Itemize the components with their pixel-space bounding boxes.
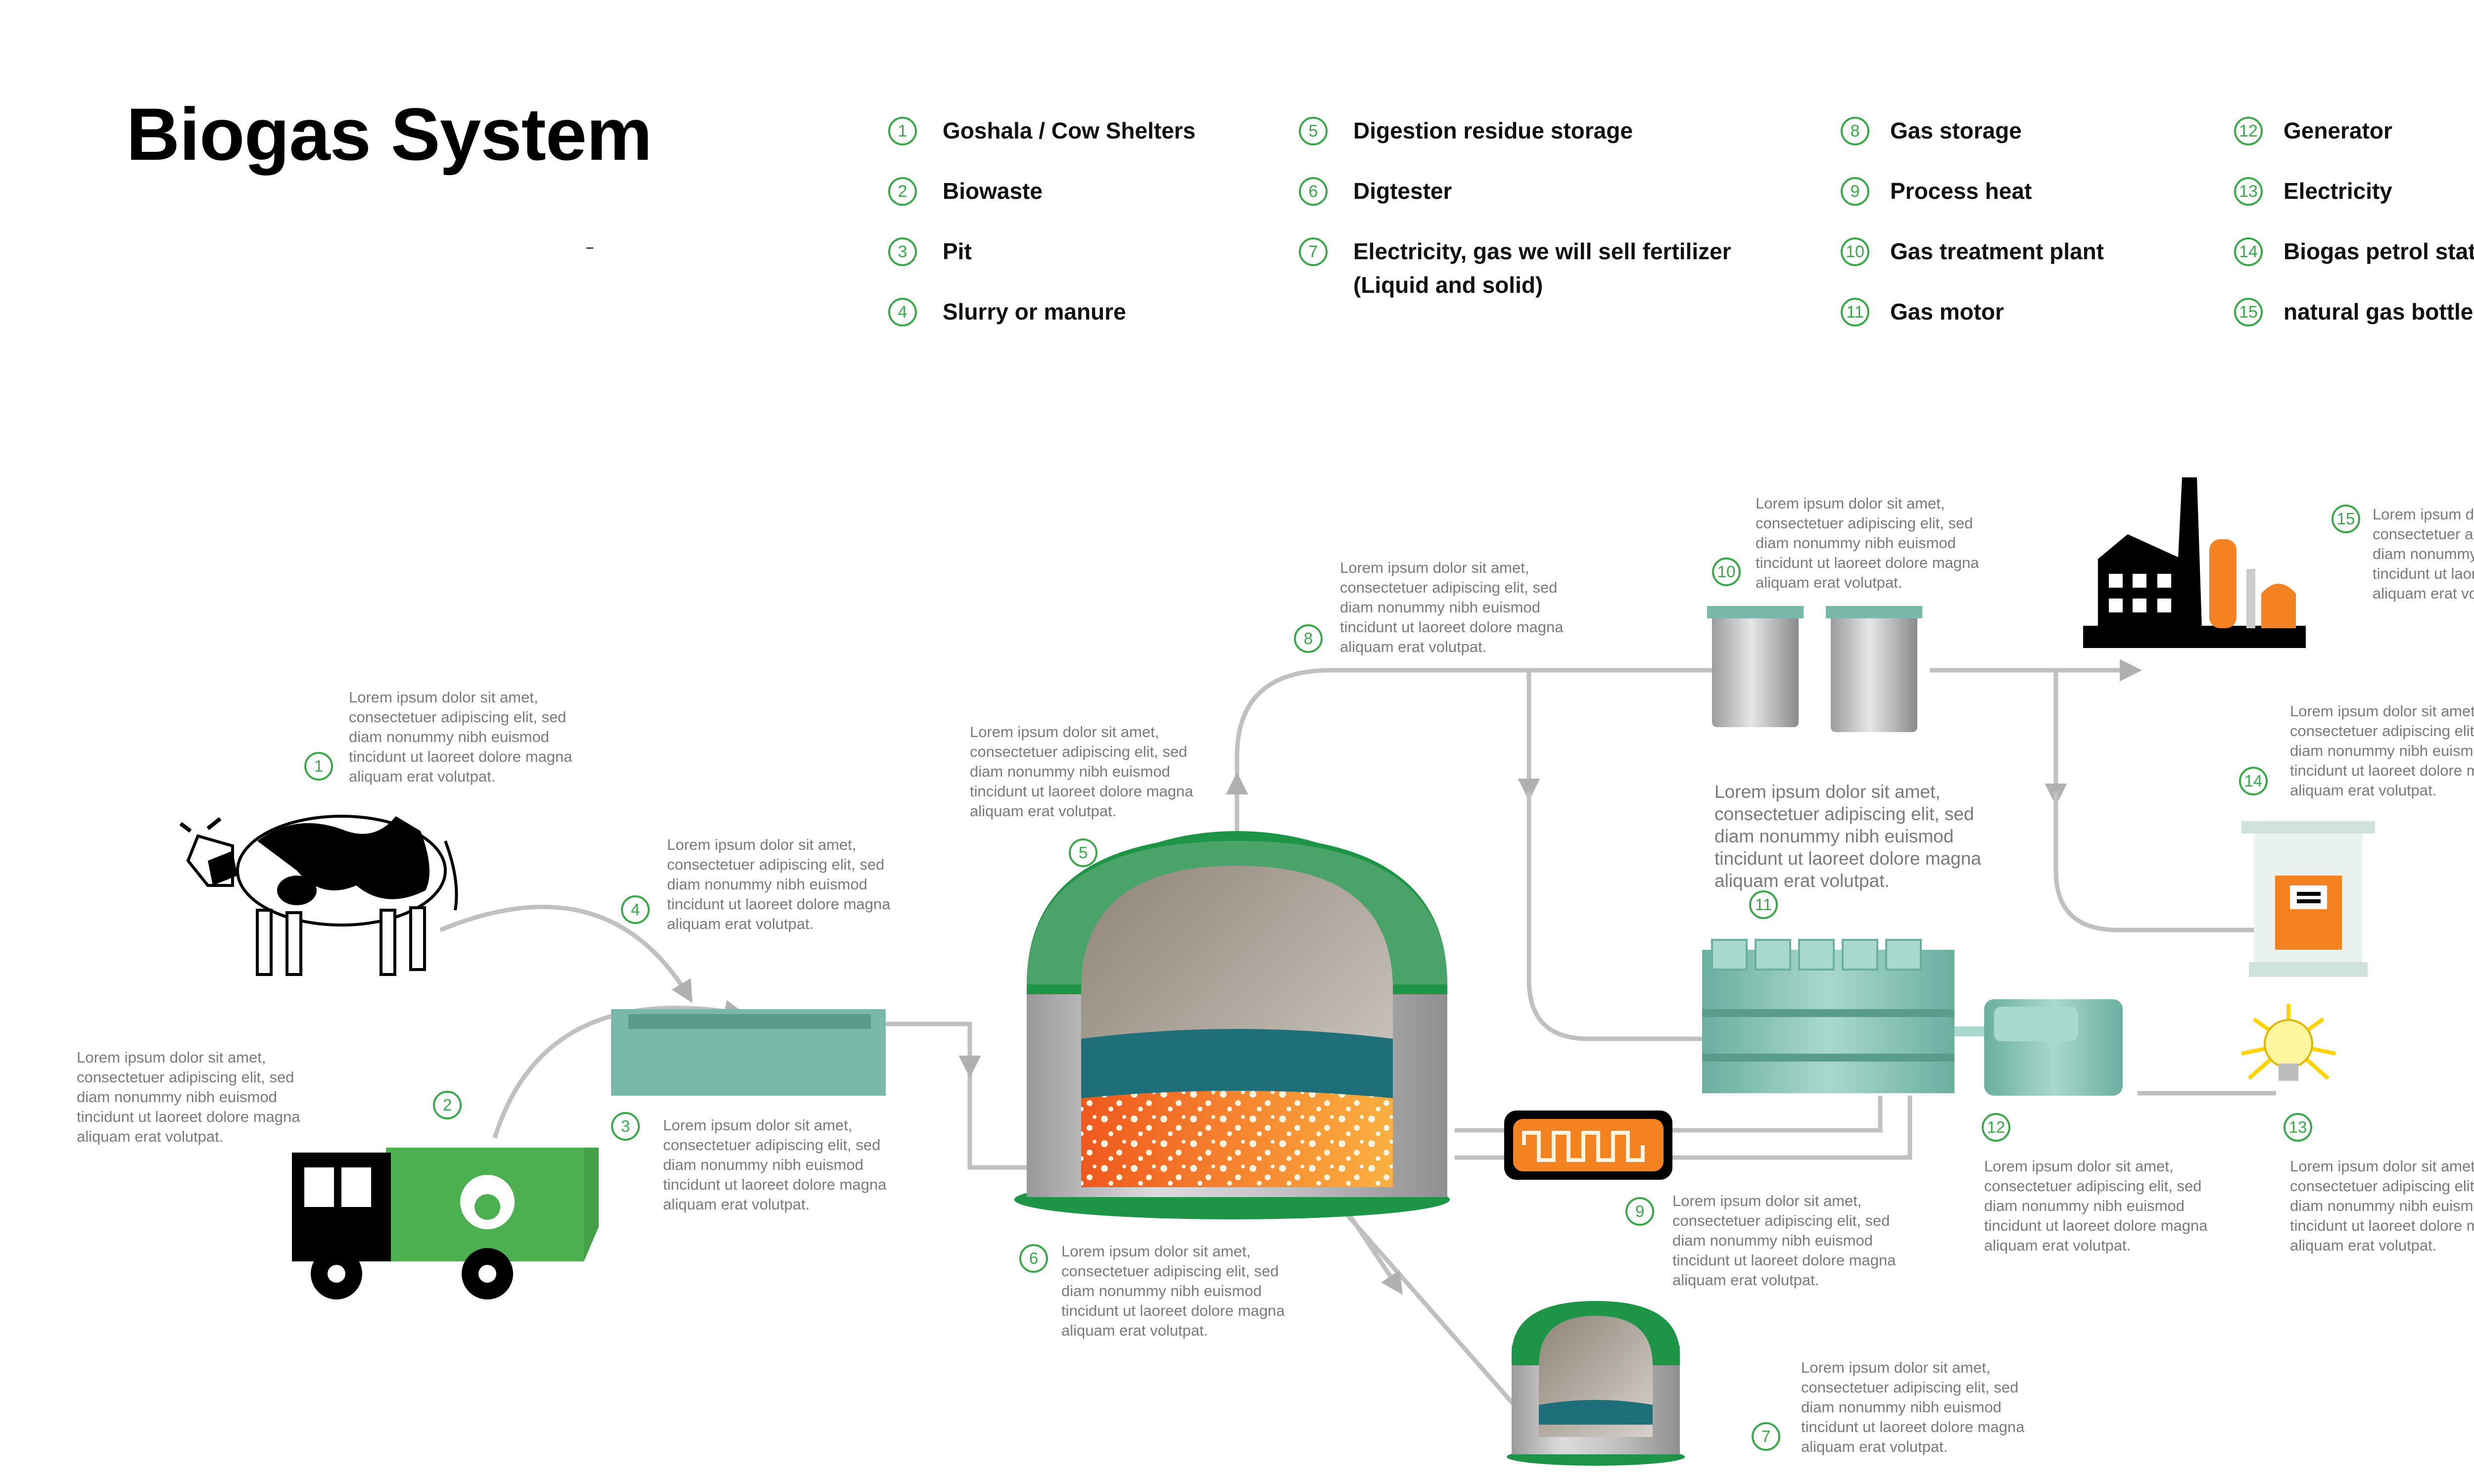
legend-number: 4 xyxy=(888,298,917,326)
step-badge-2: 2 xyxy=(433,1091,462,1119)
heat-exchanger xyxy=(1504,1111,1672,1180)
description-6: Lorem ipsum dolor sit amet, consectetuer… xyxy=(1061,1243,1285,1339)
step-badge-14: 14 xyxy=(2239,767,2268,795)
legend-item-2: 2 Biowaste xyxy=(888,174,1043,208)
step-badge-10: 10 xyxy=(1712,557,1741,586)
legend-item-3: 3 Pit xyxy=(888,234,972,268)
description-8: Lorem ipsum dolor sit amet, consectetuer… xyxy=(1340,559,1564,655)
gas-storage-tanks xyxy=(1707,606,1922,732)
description-7: Lorem ipsum dolor sit amet, consectetuer… xyxy=(1801,1359,2025,1455)
description-11: Lorem ipsum dolor sit amet, consectetuer… xyxy=(1714,782,1981,891)
legend-item-14: 14 Biogas petrol station xyxy=(2234,234,2474,268)
legend-label: natural gas bottle plant xyxy=(2284,299,2474,325)
description-9: Lorem ipsum dolor sit amet, consectetuer… xyxy=(1672,1192,1896,1289)
legend-label: Slurry or manure xyxy=(943,299,1126,325)
legend-number: 14 xyxy=(2234,237,2263,266)
legend-item-12: 12 Generator xyxy=(2234,114,2392,147)
page-title: Biogas System xyxy=(126,93,652,176)
light-bulb-icon xyxy=(2241,1004,2336,1081)
legend-item-8: 8 Gas storage xyxy=(1841,114,2022,147)
garbage-truck xyxy=(292,1148,599,1299)
legend-number: 1 xyxy=(888,117,917,145)
legend-number: 15 xyxy=(2234,298,2263,326)
legend-label: Gas motor xyxy=(1890,299,2004,325)
legend-number: 12 xyxy=(2234,117,2263,145)
legend-number: 11 xyxy=(1841,298,1869,326)
main-digester xyxy=(1014,831,1450,1219)
legend-item-7: 7 Electricity, gas we will sell fertiliz… xyxy=(1299,234,1759,302)
legend-item-11: 11 Gas motor xyxy=(1841,295,2004,328)
legend-label: Biogas petrol station xyxy=(2284,238,2474,264)
step-badge-3: 3 xyxy=(611,1112,640,1141)
legend-number: 5 xyxy=(1299,117,1328,145)
legend-item-1: 1 Goshala / Cow Shelters xyxy=(888,114,1195,147)
legend-label: Gas storage xyxy=(1890,118,2022,143)
step-badge-8: 8 xyxy=(1294,624,1323,653)
legend-number: 3 xyxy=(888,237,917,266)
legend-label: Electricity, gas we will sell fertilizer… xyxy=(1353,238,1731,298)
step-badge-11: 11 xyxy=(1749,890,1778,919)
step-badge-5: 5 xyxy=(1069,838,1097,867)
description-4: Lorem ipsum dolor sit amet, consectetuer… xyxy=(667,836,891,932)
legend-number: 10 xyxy=(1841,237,1869,266)
step-badge-13: 13 xyxy=(2284,1113,2312,1142)
description-2: Lorem ipsum dolor sit amet, consectetuer… xyxy=(77,1049,300,1145)
description-14: Lorem ipsum dolor sit amet, consectetuer… xyxy=(2290,702,2474,799)
legend-item-4: 4 Slurry or manure xyxy=(888,295,1126,328)
legend-label: Electricity xyxy=(2284,178,2392,204)
legend-label: Digestion residue storage xyxy=(1353,118,1633,143)
legend-item-5: 5 Digestion residue storage xyxy=(1299,114,1633,147)
legend-number: 8 xyxy=(1841,117,1869,145)
legend-label: Generator xyxy=(2284,118,2392,143)
legend-label: Pit xyxy=(943,238,972,264)
legend-label: Gas treatment plant xyxy=(1890,238,2104,264)
legend-number: 9 xyxy=(1841,177,1869,206)
legend-label: Goshala / Cow Shelters xyxy=(943,118,1196,143)
description-5: Lorem ipsum dolor sit amet, consectetuer… xyxy=(970,723,1193,820)
gas-motor-unit xyxy=(1702,939,1954,1093)
step-badge-4: 4 xyxy=(621,895,650,924)
title-dash xyxy=(586,247,593,249)
legend-label: Digtester xyxy=(1353,178,1452,204)
step-badge-12: 12 xyxy=(1982,1113,2010,1142)
step-badge-6: 6 xyxy=(1019,1244,1048,1273)
legend-item-6: 6 Digtester xyxy=(1299,174,1452,208)
description-15: Lorem ipsum dolor sit amet, consectetuer… xyxy=(2373,506,2474,602)
residue-storage-tank xyxy=(1507,1301,1685,1466)
cow-illustration xyxy=(179,815,458,976)
bottling-plant-factory xyxy=(2083,477,2306,648)
legend-item-13: 13 Electricity xyxy=(2234,174,2392,208)
step-badge-7: 7 xyxy=(1752,1422,1780,1451)
step-badge-15: 15 xyxy=(2331,505,2360,533)
legend-label: Process heat xyxy=(1890,178,2032,204)
petrol-station-pump xyxy=(2241,821,2375,977)
legend-item-15: 15 natural gas bottle plant xyxy=(2234,295,2474,328)
description-10: Lorem ipsum dolor sit amet, consectetuer… xyxy=(1756,495,1979,591)
legend-number: 7 xyxy=(1299,237,1328,266)
description-13: Lorem ipsum dolor sit amet, consectetuer… xyxy=(2290,1158,2474,1254)
generator xyxy=(1954,999,2123,1096)
step-badge-9: 9 xyxy=(1625,1197,1654,1226)
legend-item-10: 10 Gas treatment plant xyxy=(1841,234,2104,268)
pit-tank xyxy=(611,1009,886,1096)
legend-number: 13 xyxy=(2234,177,2263,206)
legend-number: 2 xyxy=(888,177,917,206)
legend-label: Biowaste xyxy=(943,178,1043,204)
description-3: Lorem ipsum dolor sit amet, consectetuer… xyxy=(663,1116,887,1213)
description-1: Lorem ipsum dolor sit amet, consectetuer… xyxy=(349,689,572,785)
step-badge-1: 1 xyxy=(304,752,333,781)
description-12: Lorem ipsum dolor sit amet, consectetuer… xyxy=(1984,1158,2208,1254)
legend-item-9: 9 Process heat xyxy=(1841,174,2032,208)
legend-number: 6 xyxy=(1299,177,1328,206)
